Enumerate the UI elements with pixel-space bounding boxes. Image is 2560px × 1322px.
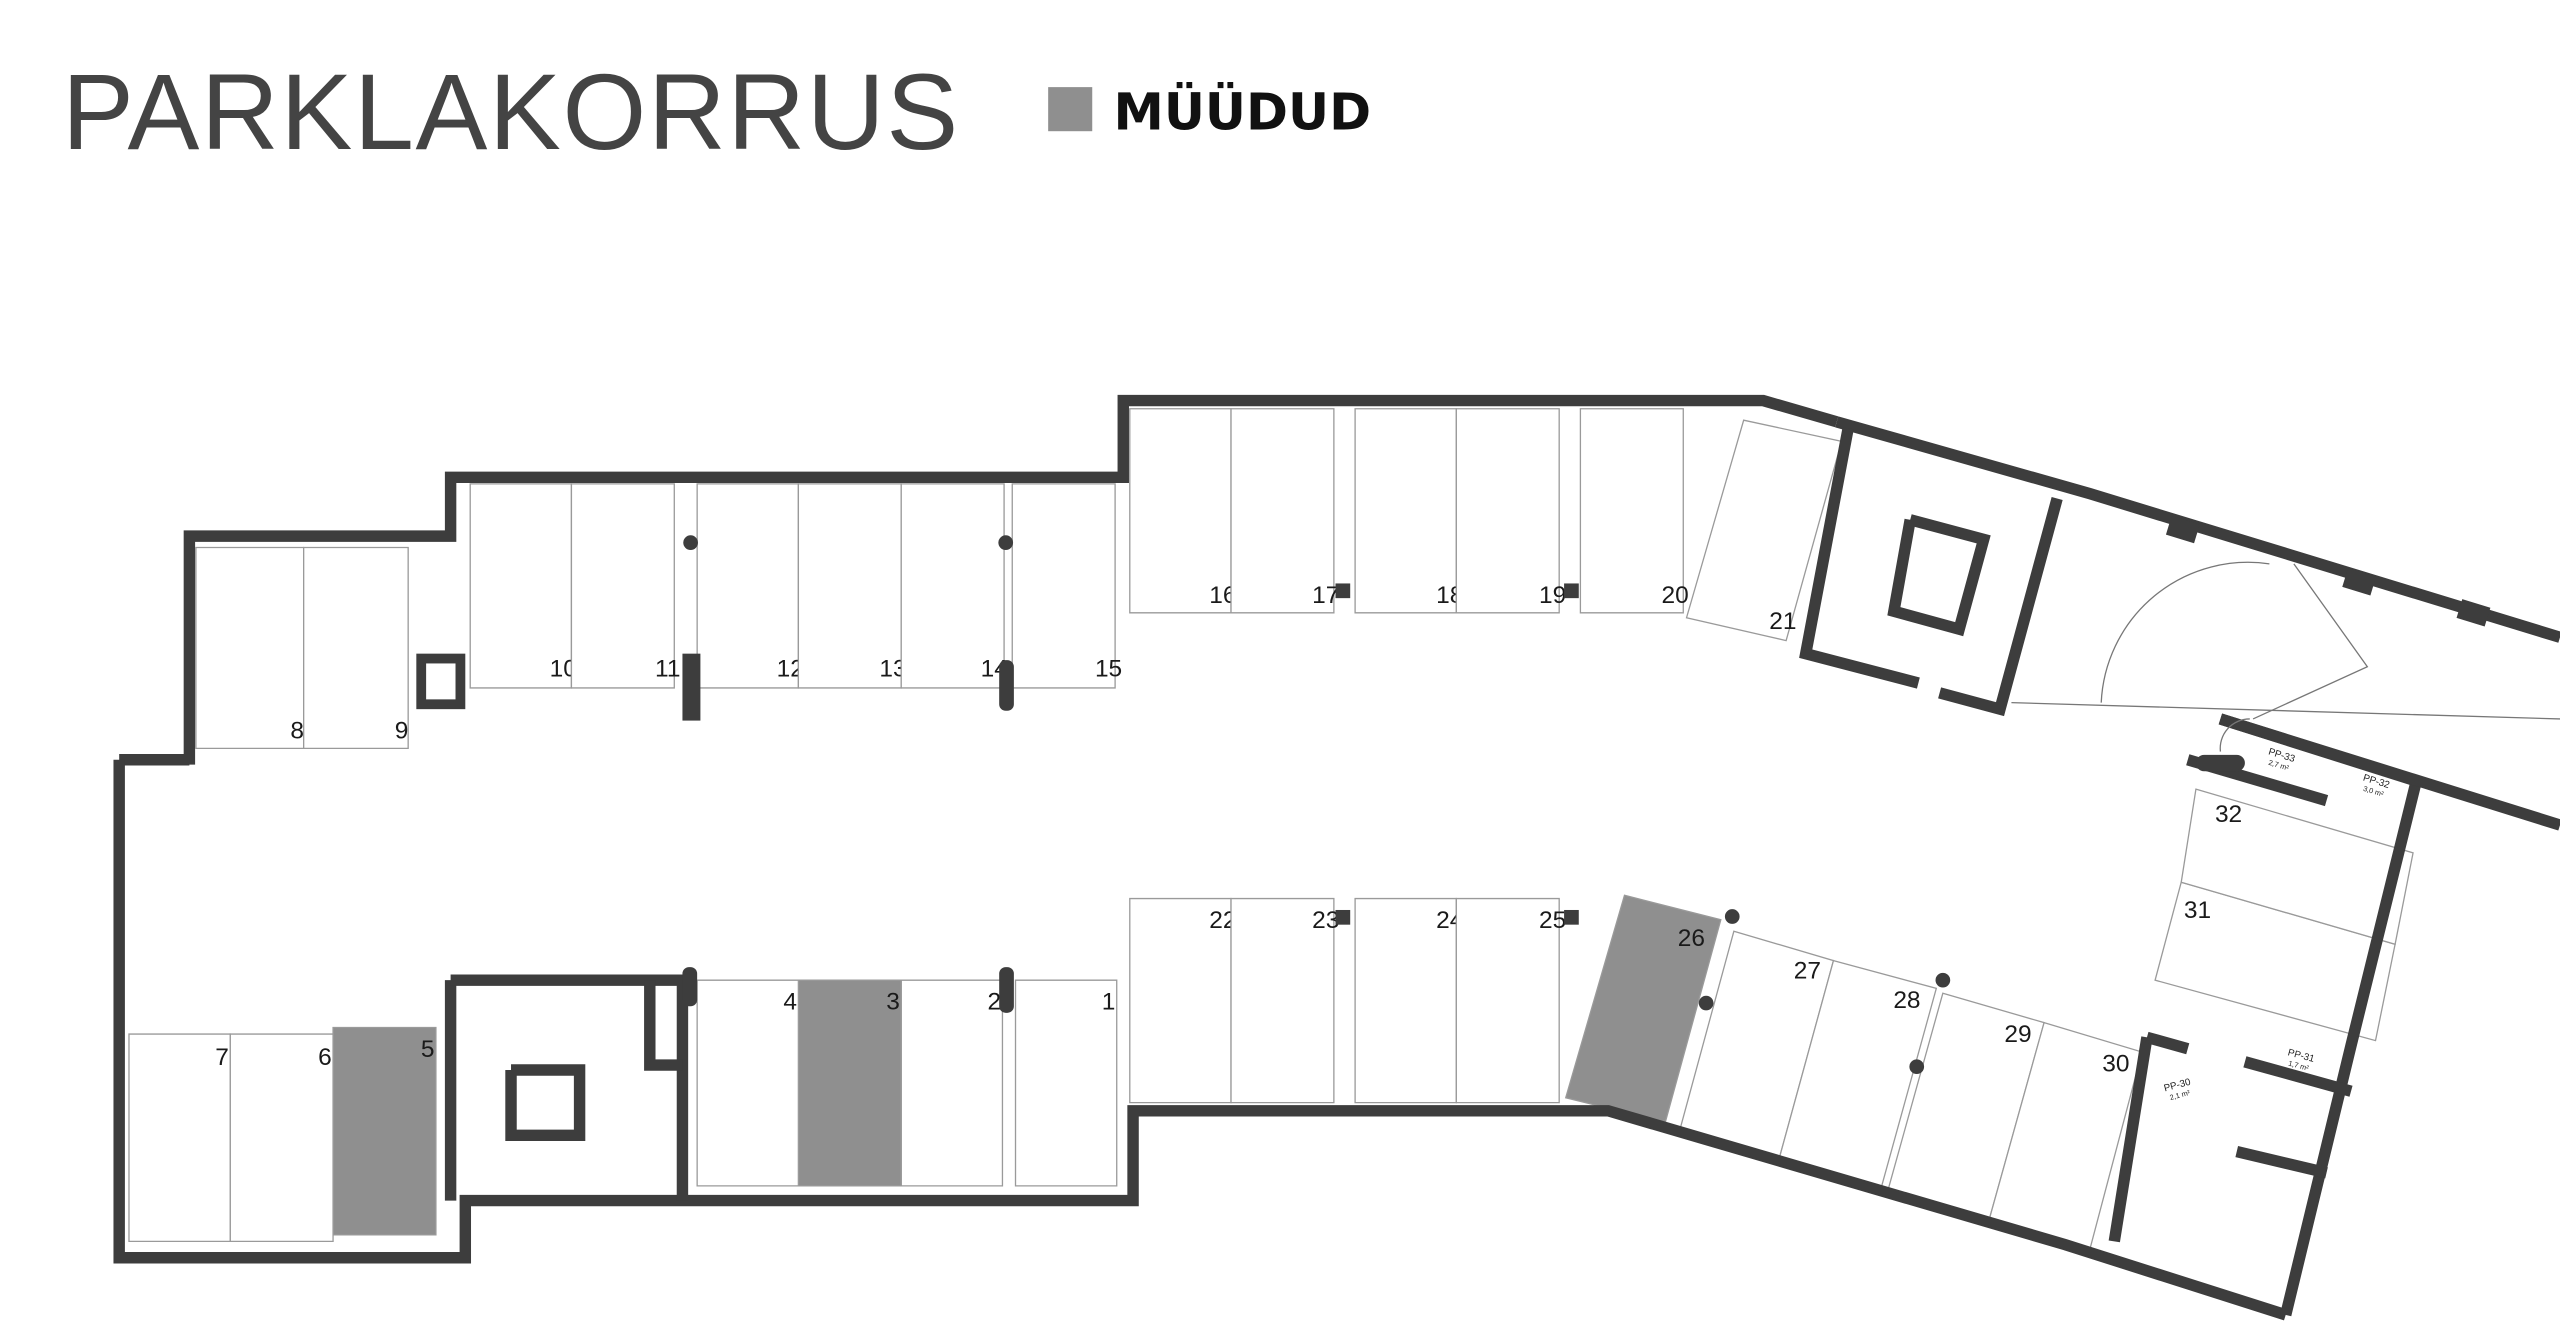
parking-space-number: 28 [1893, 987, 1920, 1014]
parking-space-21[interactable] [1685, 419, 1843, 642]
parking-space-number: 2 [987, 989, 1001, 1016]
parking-space-number: 3 [886, 989, 900, 1016]
parking-space-number: 6 [318, 1044, 332, 1071]
parking-space-19[interactable] [1455, 408, 1560, 614]
parking-space-number: 5 [421, 1036, 435, 1063]
parking-space-20[interactable] [1579, 408, 1684, 614]
parking-space-number: 23 [1312, 907, 1339, 934]
parking-space-11[interactable] [570, 483, 675, 689]
parking-space-number: 7 [215, 1044, 229, 1071]
parking-space-8[interactable] [195, 546, 305, 749]
parking-space-number: 31 [2184, 897, 2211, 924]
parking-space-15[interactable] [1011, 483, 1116, 689]
parking-space-17[interactable] [1230, 408, 1335, 614]
storage-room-pp-33[interactable]: PP-332,7 m² [2264, 747, 2297, 774]
parking-space-number: 29 [2004, 1021, 2031, 1048]
parking-space-number: 4 [783, 989, 797, 1016]
legend-sold-label: MÜÜDUD [1113, 83, 1371, 142]
columns [682, 515, 2491, 1075]
page-title: PARKLAKORRUS [62, 51, 960, 172]
parking-space-number: 30 [2102, 1051, 2129, 1078]
parking-space-number: 1 [1102, 989, 1116, 1016]
parking-space-number: 20 [1661, 582, 1688, 609]
parking-space-9[interactable] [303, 546, 409, 749]
parking-space-number: 8 [290, 718, 304, 745]
parking-space-number: 27 [1794, 958, 1821, 985]
parking-space-number: 17 [1312, 582, 1339, 609]
parking-space-1[interactable] [1014, 979, 1118, 1187]
parking-space-number: 11 [655, 656, 680, 683]
ramp-lines [2011, 561, 2560, 752]
parking-space-23[interactable] [1230, 897, 1335, 1104]
parking-space-number: 19 [1539, 582, 1566, 609]
parking-space-number: 26 [1678, 925, 1705, 952]
parking-space-25[interactable] [1455, 897, 1560, 1104]
parking-space-number: 15 [1095, 656, 1122, 683]
parking-space-number: 9 [395, 718, 409, 745]
parking-space-number: 21 [1769, 608, 1796, 635]
legend-sold-swatch [1048, 87, 1093, 132]
storage-room-pp-30[interactable]: PP-302,1 m² [2163, 1077, 2195, 1103]
parking-space-7[interactable] [128, 1033, 231, 1243]
walls [113, 394, 2560, 1321]
parking-space-number: 25 [1539, 907, 1566, 934]
parking-space-4[interactable] [696, 979, 800, 1187]
parking-space-number: 32 [2215, 801, 2242, 828]
parking-space-32[interactable] [2180, 788, 2414, 946]
